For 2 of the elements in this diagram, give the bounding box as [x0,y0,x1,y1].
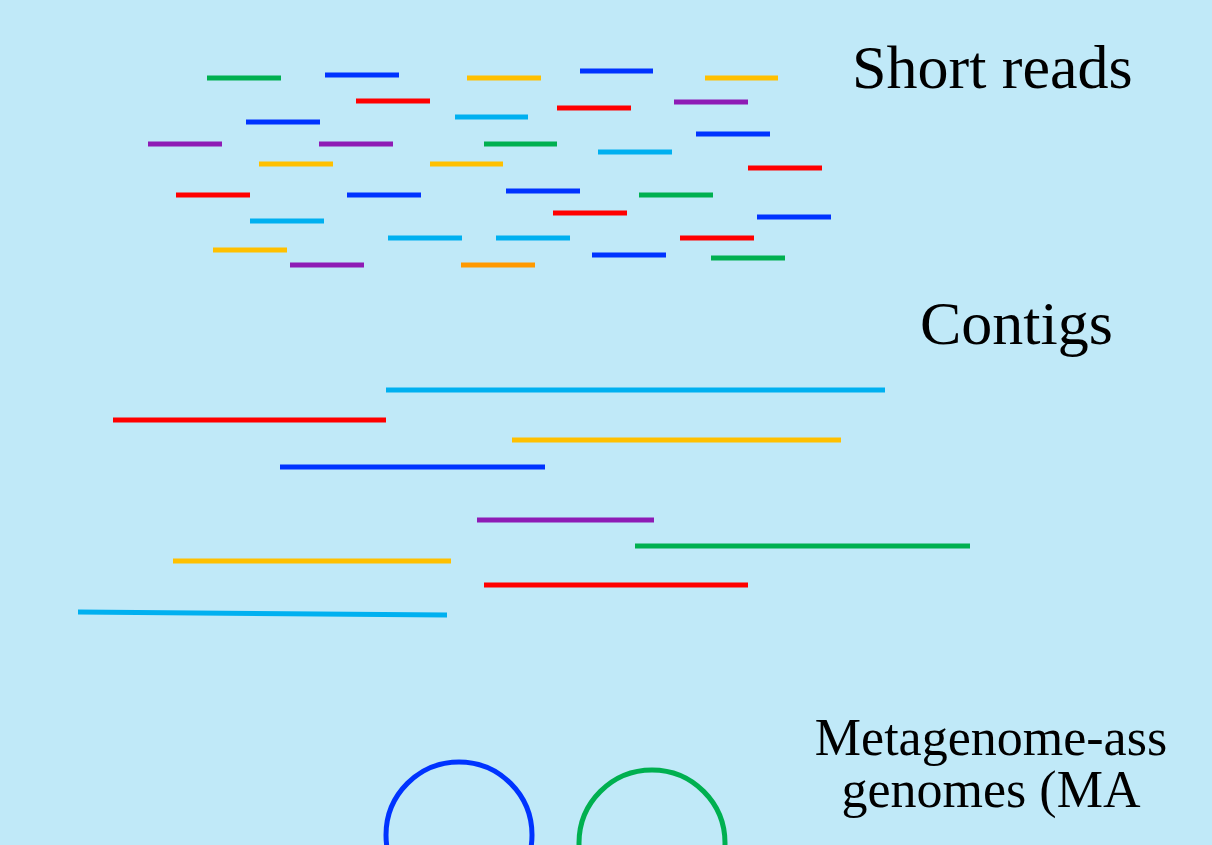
section-heading: Metagenome-ass genomes (MA [813,712,1169,816]
section-heading: Short reads [852,36,1133,98]
